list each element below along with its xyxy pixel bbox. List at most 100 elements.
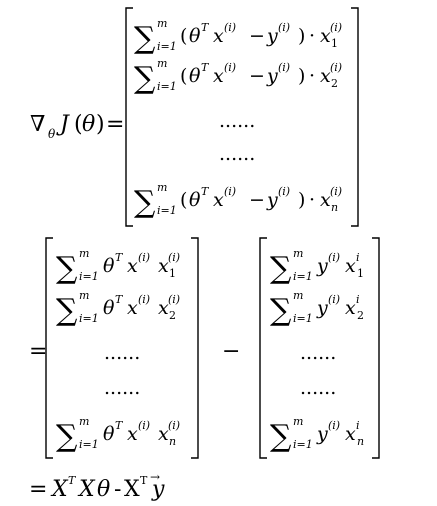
term-y-sup: (i)	[328, 293, 340, 306]
sum-symbol: ∑	[134, 61, 156, 96]
block2-right-ellipsis-1: ......	[300, 342, 336, 364]
block2-right-row-5: ∑ m i=1 y (i) x i n	[270, 415, 364, 454]
term-x: x	[127, 255, 138, 277]
term-x-sup: (i)	[138, 419, 150, 432]
sum-lower-limit: i=1	[157, 80, 177, 93]
block1-right-bracket	[351, 7, 359, 227]
final-y: y	[151, 477, 165, 502]
block1-left-bracket	[125, 7, 133, 227]
block1-row-2: ∑ m i=1 ( θ T x (i) − y (i) ) · x (i) 2	[134, 57, 342, 96]
sum-upper-limit: m	[79, 415, 89, 428]
sum-upper-limit: m	[293, 415, 303, 428]
block2-left-bracket-close	[191, 237, 199, 459]
block2-right-row-1: ∑ m i=1 y (i) x i 1	[270, 247, 364, 286]
final-X1: X	[50, 477, 69, 502]
term-rparen: )	[298, 189, 305, 211]
sum-lower-limit: i=1	[293, 270, 313, 283]
final-X3: X	[124, 477, 140, 502]
sum-lower-limit: i=1	[79, 270, 99, 283]
term-cdot: ·	[309, 189, 315, 211]
lhs-close-paren: )	[96, 112, 105, 137]
term-transpose: T	[201, 61, 210, 74]
term-theta: θ	[103, 255, 115, 277]
lhs-theta: θ	[82, 112, 95, 137]
sum-lower-limit: i=1	[293, 312, 313, 325]
term-y: y	[316, 255, 328, 277]
block1-rows: ∑ m i=1 ( θ T x (i) − y (i) ) · x (i) 1 …	[134, 17, 342, 220]
term-x-sup: (i)	[224, 61, 236, 74]
block2-left-ellipsis-1: ......	[104, 342, 140, 364]
sum-symbol: ∑	[270, 251, 292, 286]
block1-ellipsis-2: ......	[219, 143, 255, 165]
term-minus: −	[249, 65, 265, 87]
lhs: ∇ θ J ( θ ) =	[30, 112, 124, 141]
final-y-arrow: →	[150, 470, 160, 484]
term-x-sub: 2	[357, 309, 364, 322]
lhs-equals: =	[106, 112, 124, 137]
sum-symbol: ∑	[134, 21, 156, 56]
block2-right-bracket-close	[372, 237, 380, 459]
term-x2-sub: 2	[169, 309, 176, 322]
term-x2-sub: 1	[331, 37, 338, 50]
term-minus: −	[249, 189, 265, 211]
term-y-sup: (i)	[278, 21, 290, 34]
block1-row-1: ∑ m i=1 ( θ T x (i) − y (i) ) · x (i) 1	[134, 17, 342, 56]
term-theta: θ	[189, 189, 201, 211]
sum-upper-limit: m	[79, 289, 89, 302]
term-x-sup: i	[356, 293, 360, 306]
term-x2-sup: (i)	[330, 61, 342, 74]
sum-symbol: ∑	[56, 419, 78, 454]
term-x2-sub: 1	[169, 267, 176, 280]
block2-left-row-5: ∑ m i=1 θ T x (i) x (i) n	[56, 415, 180, 454]
sum-upper-limit: m	[79, 247, 89, 260]
term-y-sup: (i)	[278, 185, 290, 198]
block2-left-bracket-open	[45, 237, 53, 459]
term-x2-sup: (i)	[330, 185, 342, 198]
final-line: = X T X θ - X T y →	[29, 470, 165, 502]
sum-upper-limit: m	[157, 181, 167, 194]
term-x2: x	[320, 25, 331, 47]
block2-right-row-2: ∑ m i=1 y (i) x i 2	[270, 289, 364, 328]
term-y-sup: (i)	[328, 419, 340, 432]
final-X2: X	[77, 477, 96, 502]
nabla-subscript-theta: θ	[48, 127, 56, 141]
term-rparen: )	[298, 25, 305, 47]
term-x: x	[213, 25, 224, 47]
sum-upper-limit: m	[157, 17, 167, 30]
sum-symbol: ∑	[270, 293, 292, 328]
term-transpose: T	[115, 251, 124, 264]
term-theta: θ	[189, 25, 201, 47]
term-x-sub: 1	[357, 267, 364, 280]
term-y-sup: (i)	[328, 251, 340, 264]
term-x2: x	[158, 297, 169, 319]
sum-lower-limit: i=1	[79, 438, 99, 451]
term-y: y	[266, 65, 278, 87]
block2-right-ellipsis-2: ......	[300, 377, 336, 399]
sum-symbol: ∑	[270, 419, 292, 454]
term-y: y	[316, 297, 328, 319]
block2-left-ellipsis-2: ......	[104, 377, 140, 399]
block2-left-row-2: ∑ m i=1 θ T x (i) x (i) 2	[56, 289, 180, 328]
term-theta: θ	[189, 65, 201, 87]
lhs-open-paren: (	[74, 112, 83, 137]
block2-left-brackets	[45, 237, 199, 459]
term-lparen: (	[180, 25, 187, 47]
term-x: x	[345, 255, 356, 277]
term-x: x	[345, 297, 356, 319]
term-transpose: T	[115, 419, 124, 432]
final-X1-transpose: T	[68, 474, 77, 487]
block1-brackets	[125, 7, 359, 227]
term-transpose: T	[115, 293, 124, 306]
block2-minus: −	[222, 339, 240, 364]
term-x-sup: (i)	[224, 185, 236, 198]
term-transpose: T	[201, 21, 210, 34]
term-y: y	[266, 189, 278, 211]
term-lparen: (	[180, 189, 187, 211]
term-x2-sup: (i)	[168, 293, 180, 306]
sum-upper-limit: m	[293, 289, 303, 302]
term-x-sup: (i)	[138, 251, 150, 264]
term-minus: −	[249, 25, 265, 47]
sum-lower-limit: i=1	[157, 204, 177, 217]
block2-right-brackets	[259, 237, 380, 459]
